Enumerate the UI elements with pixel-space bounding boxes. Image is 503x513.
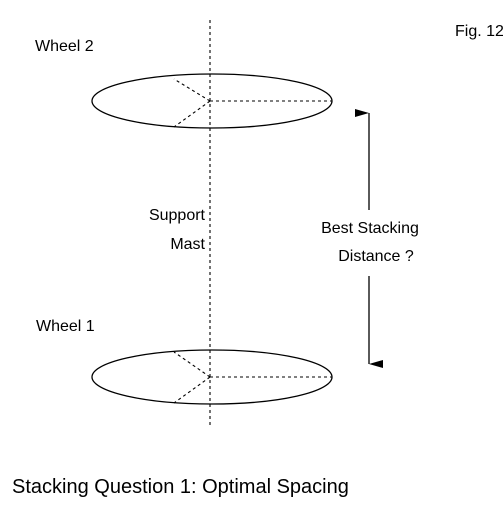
support-mast-label: Support — [149, 207, 206, 224]
best-stacking-label: Best Stacking — [321, 220, 419, 237]
figure-caption: Stacking Question 1: Optimal Spacing — [12, 476, 349, 498]
wheel-1-spokes — [173, 351, 332, 404]
mast-label: Mast — [170, 236, 205, 253]
wheel-2-label: Wheel 2 — [35, 38, 94, 55]
wheel-1-label: Wheel 1 — [36, 318, 95, 335]
wheel-2-spokes — [173, 78, 332, 128]
distance-label: Distance ? — [338, 248, 414, 265]
figure-number: Fig. 12 — [455, 23, 503, 40]
